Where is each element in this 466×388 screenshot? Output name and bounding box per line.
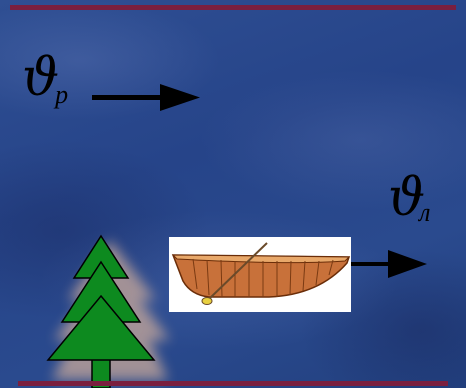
fir-tree-icon — [46, 234, 170, 388]
river-velocity-label: ϑр — [22, 52, 72, 108]
right-arrow-icon — [350, 250, 427, 278]
rowboat-icon — [171, 242, 351, 305]
boat-velocity-label: ϑл — [388, 172, 437, 227]
boat-picture — [169, 237, 351, 312]
bottom-divider — [18, 381, 448, 386]
top-divider — [10, 5, 456, 10]
velocity-subscript: р — [55, 80, 69, 109]
velocity-symbol: ϑ — [22, 48, 60, 108]
right-arrow-icon — [92, 84, 200, 111]
velocity-subscript: л — [419, 198, 431, 227]
velocity-symbol: ϑ — [388, 168, 426, 228]
